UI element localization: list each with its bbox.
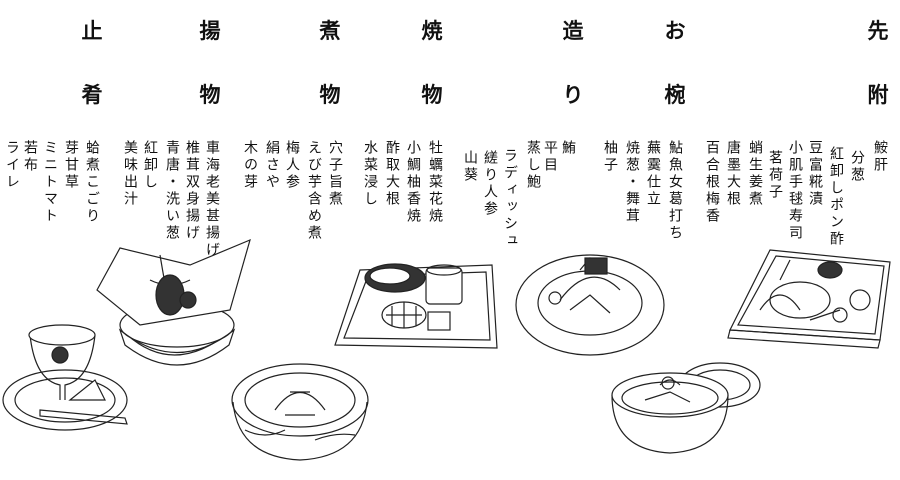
menu-item: 焼葱・舞茸 [624,140,640,225]
owan-bowl-illustration [611,362,761,454]
menu-item: ライレ [4,140,20,191]
menu-item: 水菜浸し [362,140,378,208]
course-title: 揚物 [199,18,221,107]
menu-item: 山葵 [462,150,478,184]
menu-item: 梅人参 [284,140,300,191]
otsukuri-plate-illustration [515,254,665,356]
course-title: 焼物 [421,18,443,107]
course-title: 先附 [867,18,889,107]
course-title: 煮物 [319,18,341,107]
course-title: 止肴 [81,18,103,107]
yakimono-tray-illustration [334,263,498,349]
menu-item: ミニトマト [42,140,58,225]
menu-item: 蕪霙仕立 [645,140,661,208]
menu-item: 美味出汁 [122,140,138,208]
menu-item: 蛸生姜煮 [747,140,763,208]
menu-item: 鮎魚女葛打ち [667,140,683,242]
menu-item: 百合根梅香 [704,140,720,225]
course-title: お椀 [664,18,686,107]
nimono-bowl-illustration [231,363,369,461]
menu-item: 青唐・洗い葱 [164,140,180,242]
menu-item: 木の芽 [242,140,258,191]
course-title: 造り [562,18,584,107]
menu-item: 酢取大根 [384,140,400,208]
menu-item: 蒸し鮑 [525,140,541,191]
menu-item: 若布 [22,140,38,174]
menu-item: 茗荷子 [767,150,783,201]
menu-item: 椎茸双身揚げ [184,140,200,242]
menu-item: 鮪 [560,140,576,157]
menu-item: 分葱 [849,150,865,184]
tomezakana-glass-illustration [2,324,128,431]
menu-item: 芽甘草 [63,140,79,191]
menu-item: 車海老美甚揚げ [204,140,220,259]
menu-item: 小肌手毬寿司 [787,140,803,242]
menu-item: 縒り人参 [482,150,498,218]
menu-item: 牡蠣菜花焼 [427,140,443,225]
menu-item: 豆富糀漬 [807,140,823,208]
menu-item: 鮟肝 [872,140,888,174]
menu-item: 唐墨大根 [725,140,741,208]
agemono-basket-illustration [96,238,251,366]
menu-item: 小鯛柚香焼 [405,140,421,225]
sakizuke-box-illustration [727,249,891,349]
menu-item: 平目 [542,140,558,174]
menu-item: えび芋含め煮 [306,140,322,242]
menu-item: 紅卸しポン酢 [828,146,844,248]
menu-item: 絹さや [264,140,280,191]
menu-item: 紅卸し [142,140,158,191]
menu-item: 穴子旨煮 [327,140,343,208]
menu-item: ラディッシュ [502,148,518,250]
menu-item: 蛤煮こごり [84,140,100,225]
menu-item: 柚子 [602,140,618,174]
